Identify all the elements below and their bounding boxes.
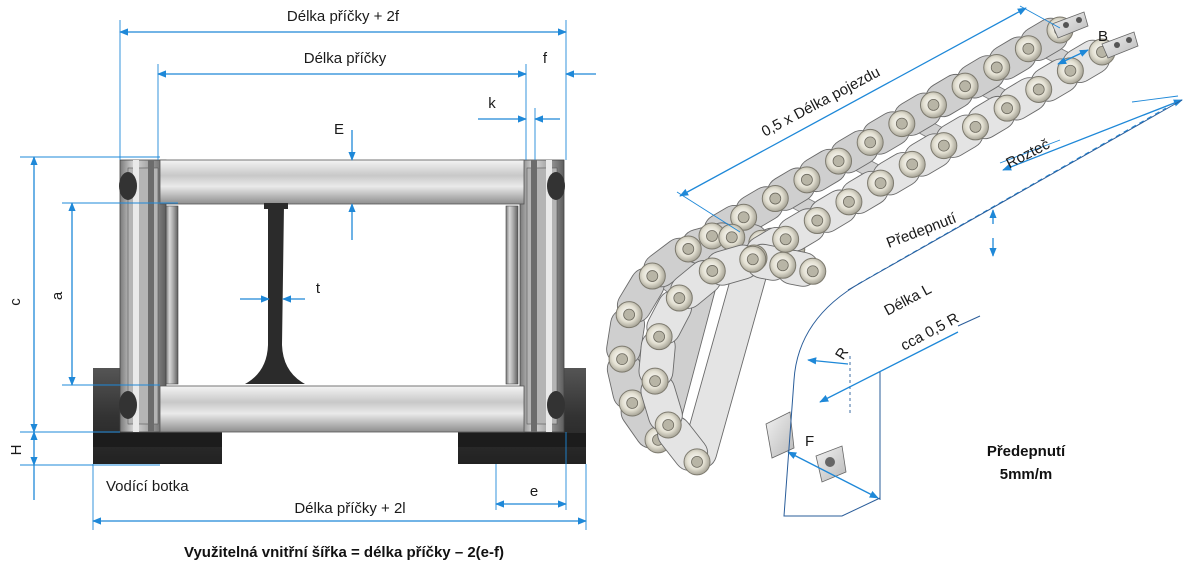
label-t: t (316, 280, 321, 297)
roller-pin (653, 330, 666, 343)
label-c: c (7, 298, 24, 306)
roller-pin (895, 117, 908, 130)
label-R: R (832, 344, 852, 362)
label-guide: Vodící botka (106, 478, 189, 495)
roller-pin (959, 80, 971, 93)
extension-lines (20, 20, 587, 530)
side-plates-left (119, 159, 179, 433)
label-top-width: Délka příčky + 2f (287, 8, 400, 25)
dim-pitch (1002, 99, 1183, 171)
roller-pin (969, 121, 982, 133)
label-bottom-width: Délka příčky + 2l (294, 500, 405, 517)
roller-pin (874, 177, 887, 189)
label-length-L: Délka L (881, 281, 934, 320)
roller-pin (746, 253, 759, 266)
roller-pin (682, 243, 695, 255)
roller-pin (811, 214, 824, 227)
roller-pin (801, 173, 813, 186)
label-a: a (49, 291, 66, 300)
dim-half-travel (679, 7, 1027, 197)
roller-pin (662, 419, 675, 431)
roller-pin (1001, 102, 1013, 115)
roller-pin (1032, 83, 1045, 96)
roller-pin (906, 158, 919, 171)
crossbar-top (159, 159, 525, 205)
chain-3d-view: 0,5 x Délka pojezdu B Rozteč Předepnutí … (606, 5, 1183, 517)
roller-pin (806, 265, 819, 278)
crossbar-bottom (159, 385, 525, 433)
label-crossbar: Délka příčky (304, 50, 387, 67)
label-B: B (1098, 28, 1108, 45)
label-f: f (543, 50, 548, 67)
roller-pin (725, 231, 738, 244)
roller-pin (649, 375, 661, 388)
roller-pin (843, 195, 855, 208)
label-pretension: Předepnutí (884, 209, 959, 251)
label-half-R: cca 0,5 R (898, 310, 962, 355)
roller-pin (779, 233, 792, 246)
roller-pin (864, 136, 877, 149)
roller-pin (673, 292, 686, 304)
roller-pin (1022, 42, 1035, 55)
note-pretension: Předepnutí (987, 443, 1066, 460)
roller-pin (769, 192, 782, 205)
roller-pin (776, 259, 789, 272)
end-bracket-top (1051, 11, 1139, 59)
roller-pin (937, 139, 950, 152)
dim-F (787, 451, 879, 499)
roller-pin (990, 61, 1003, 74)
front-view: Délka příčky + 2f Délka příčky f k E t c… (7, 8, 596, 561)
bend-envelope (783, 281, 881, 517)
roller-pin (646, 270, 659, 282)
dim-half-R (819, 331, 959, 403)
separator (245, 205, 305, 384)
roller-pin (616, 353, 628, 366)
roller-pin (832, 155, 845, 167)
roller-pin (737, 211, 750, 224)
roller-pin (691, 455, 703, 468)
label-E: E (334, 121, 344, 138)
label-F: F (805, 433, 814, 450)
label-k: k (488, 95, 496, 112)
dim-R (807, 357, 849, 365)
side-plates-right (505, 159, 565, 433)
roller-pin (706, 265, 719, 277)
roller-pin (1064, 64, 1077, 77)
label-e: e (530, 483, 538, 500)
note-pretension-value: 5mm/m (1000, 466, 1053, 483)
label-H: H (8, 445, 25, 456)
label-pitch: Rozteč (1003, 136, 1053, 173)
roller-pin (706, 230, 718, 242)
label-formula: Využitelná vnitřní šířka = délka příčky … (184, 544, 504, 561)
dim-B (1057, 49, 1089, 65)
roller-pin (626, 397, 639, 409)
roller-pin (623, 308, 636, 321)
roller-pin (927, 99, 940, 111)
